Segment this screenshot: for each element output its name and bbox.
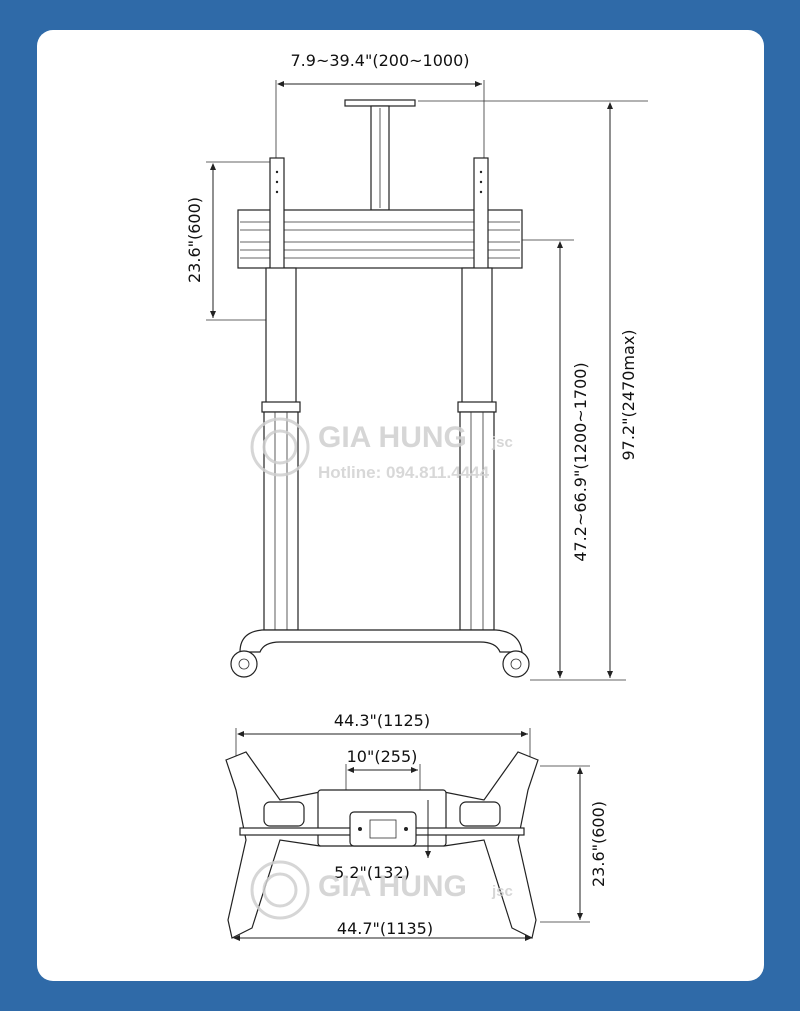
camera-shelf xyxy=(344,99,416,107)
center-dimension-label: 10"(255) xyxy=(347,747,418,766)
width-dimension-label: 7.9~39.4"(200~1000) xyxy=(291,51,470,70)
column-socket xyxy=(349,811,417,847)
caster-left xyxy=(230,650,258,678)
watermark-suffix: jsc xyxy=(491,883,513,900)
vesa-dimension-label: 23.6"(600) xyxy=(185,197,204,283)
upper-column-right xyxy=(461,267,493,407)
watermark-brand: GIA HUNG xyxy=(318,870,467,903)
wheel-pocket-right xyxy=(459,801,501,827)
watermark-hotline: Hotline: 094.811.4444 xyxy=(318,463,490,482)
base-view: 44.3"(1125) 10"(255) 5.2"(132) 23.6"(600… xyxy=(225,711,608,941)
wheel-pocket-left xyxy=(263,801,305,827)
base-crossbar xyxy=(239,629,523,653)
column-clamp-left xyxy=(261,401,301,413)
column-clamp-right xyxy=(457,401,497,413)
watermark-lower: GIA HUNG jsc xyxy=(250,860,513,920)
depth-dimension-label: 23.6"(600) xyxy=(589,801,608,887)
front-view: 7.9~39.4"(200~1000) 23.6"(600) xyxy=(185,51,648,681)
caster-right xyxy=(502,650,530,678)
logo-emblem-icon xyxy=(250,417,310,477)
logo-emblem-icon xyxy=(250,860,310,920)
watermark-upper: GIA HUNG jsc Hotline: 094.811.4444 xyxy=(250,417,513,482)
upper-column-left xyxy=(265,267,297,407)
offset-dimension-label: 5.2"(132) xyxy=(334,863,410,882)
lower-column-left xyxy=(263,411,299,631)
watermark-brand: GIA HUNG xyxy=(318,421,467,454)
base-leg-left xyxy=(225,751,321,939)
watermark-suffix: jsc xyxy=(491,434,513,451)
max-height-dimension-label: 97.2"(2470max) xyxy=(619,329,638,460)
base-leg-right xyxy=(443,751,539,939)
outer-width-dimension-label: 44.3"(1125) xyxy=(334,711,430,730)
lower-column-right xyxy=(459,411,495,631)
bottom-width-dimension-label: 44.7"(1135) xyxy=(337,919,433,938)
height-range-dimension-label: 47.2~66.9"(1200~1700) xyxy=(571,362,590,561)
